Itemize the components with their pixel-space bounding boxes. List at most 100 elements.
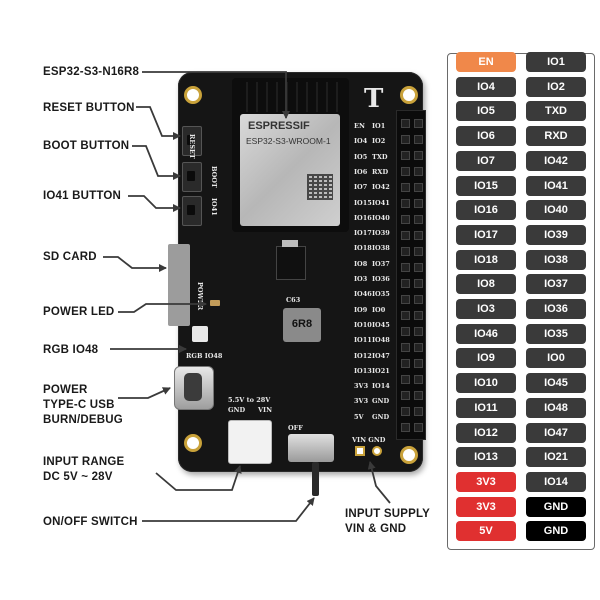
silk-pin-left: IO15 [354, 198, 372, 207]
header-pin [401, 279, 410, 288]
header-pin [414, 295, 423, 304]
silk-pin-right: IO38 [372, 244, 390, 253]
header-pin [414, 247, 423, 256]
pinout-right-pin: IO41 [526, 175, 586, 196]
pinout-left-pin: IO13 [456, 447, 516, 468]
pinout-left-pin: 5V [456, 521, 516, 542]
pinout-left-pin: IO46 [456, 323, 516, 344]
header-pin [401, 423, 410, 432]
header-pin [401, 151, 410, 160]
switch-lever[interactable] [312, 462, 319, 496]
label-on-off-switch: ON/OFF SWITCH [43, 516, 138, 528]
silk-rgb-io48: RGB IO48 [186, 352, 223, 360]
silk-pin-right: IO48 [372, 336, 390, 345]
header-pin [401, 135, 410, 144]
label-vin-gnd: VIN & GND [345, 523, 407, 535]
gnd-pad [372, 446, 382, 456]
silk-pin-right: IO2 [372, 137, 386, 146]
header-pin [414, 327, 423, 336]
power-led [210, 300, 220, 306]
pinout-table [447, 53, 595, 550]
label-boot-button: BOOT BUTTON [43, 140, 130, 152]
pinout-right-pin: IO2 [526, 76, 586, 97]
silk-pin-left: IO7 [354, 183, 368, 192]
callout-input-range [155, 465, 242, 491]
pin-header [396, 110, 426, 440]
pinout-left-pin: IO3 [456, 299, 516, 319]
header-pin [401, 215, 410, 224]
header-pin [401, 199, 410, 208]
label-io41-button: IO41 BUTTON [43, 190, 122, 202]
pinout-right-pin: IO21 [526, 447, 586, 468]
reset-button[interactable] [182, 126, 202, 156]
pinout-right-pin: IO37 [526, 274, 586, 295]
silk-pin-left: IO6 [354, 167, 368, 176]
pinout-left-pin: IO6 [456, 126, 516, 147]
boot-button[interactable] [182, 162, 202, 192]
mounting-hole [400, 446, 418, 464]
header-pin [401, 119, 410, 128]
header-pin [401, 263, 410, 272]
silk-pin-right: IO1 [372, 122, 386, 130]
label-input-supply: INPUT SUPPLY [345, 508, 431, 520]
on-off-switch[interactable] [288, 434, 334, 462]
pinout-left-pin: IO5 [456, 101, 516, 122]
module-shield: ESPRESSIF ESP32-S3-WROOM-1 [240, 114, 340, 226]
silk-input-range: 5.5V to 28V [228, 396, 271, 404]
pinout-right-pin: IO38 [526, 249, 586, 270]
silk-pin-right: IO47 [372, 351, 390, 360]
header-pin [414, 183, 423, 192]
header-pin [414, 423, 423, 432]
silk-pin-left: IO12 [354, 351, 372, 360]
pinout-left-pin: IO11 [456, 397, 516, 418]
callout-boot [132, 145, 181, 180]
silk-pin-left: IO11 [354, 336, 372, 345]
label-power-led: POWER LED [43, 306, 115, 318]
pinout-right-pin: GND [526, 521, 586, 542]
espressif-logo: ESPRESSIF [248, 120, 310, 132]
mounting-hole [184, 86, 202, 104]
label-voltage-range: DC 5V ~ 28V [43, 471, 113, 483]
silk-pin-right: RXD [372, 167, 389, 176]
pinout-right-pin: IO0 [526, 348, 586, 369]
pinout-right-pin: IO42 [526, 150, 586, 171]
label-power: POWER [43, 384, 88, 396]
callout-io41 [128, 195, 181, 212]
header-pin [414, 215, 423, 224]
io41-button[interactable] [182, 196, 202, 226]
silk-pin-left: IO16 [354, 213, 372, 222]
callout-input-supply [367, 461, 391, 504]
silk-pin-right: IO36 [372, 275, 390, 283]
header-pin [414, 375, 423, 384]
header-pin [414, 359, 423, 368]
header-pin [401, 295, 410, 304]
pinout-left-pin: 3V3 [456, 471, 516, 492]
label-sd-card: SD CARD [43, 251, 97, 263]
pinout-right-pin: RXD [526, 126, 586, 147]
header-pin [414, 231, 423, 240]
silk-pin-left: IO46 [354, 290, 372, 299]
silk-pin-left: 3V3 [354, 397, 369, 406]
pinout-right-pin: IO40 [526, 200, 586, 221]
pinout-left-pin: IO18 [456, 249, 516, 270]
header-pin [414, 151, 423, 160]
pinout-right-pin: IO39 [526, 224, 586, 245]
header-pin [401, 375, 410, 384]
t-logo: T [364, 84, 384, 114]
mounting-hole [400, 86, 418, 104]
silk-pin-right: GND [372, 397, 390, 406]
label-burn-debug: BURN/DEBUG [43, 414, 123, 426]
vin-pad [355, 446, 365, 456]
callout-reset [136, 106, 181, 140]
sd-card-slot [168, 244, 190, 326]
silk-pin-left: 5V [354, 412, 364, 421]
pinout-left-pin: IO4 [456, 76, 516, 97]
silk-pin-right: IO45 [372, 320, 390, 329]
silk-pin-left: IO8 [354, 259, 368, 268]
pinout-left-pin: IO9 [456, 348, 516, 369]
header-pin [401, 407, 410, 416]
silk-pin-right: IO41 [372, 198, 390, 207]
header-pin [401, 343, 410, 352]
silk-pin-left: EN [354, 122, 365, 130]
